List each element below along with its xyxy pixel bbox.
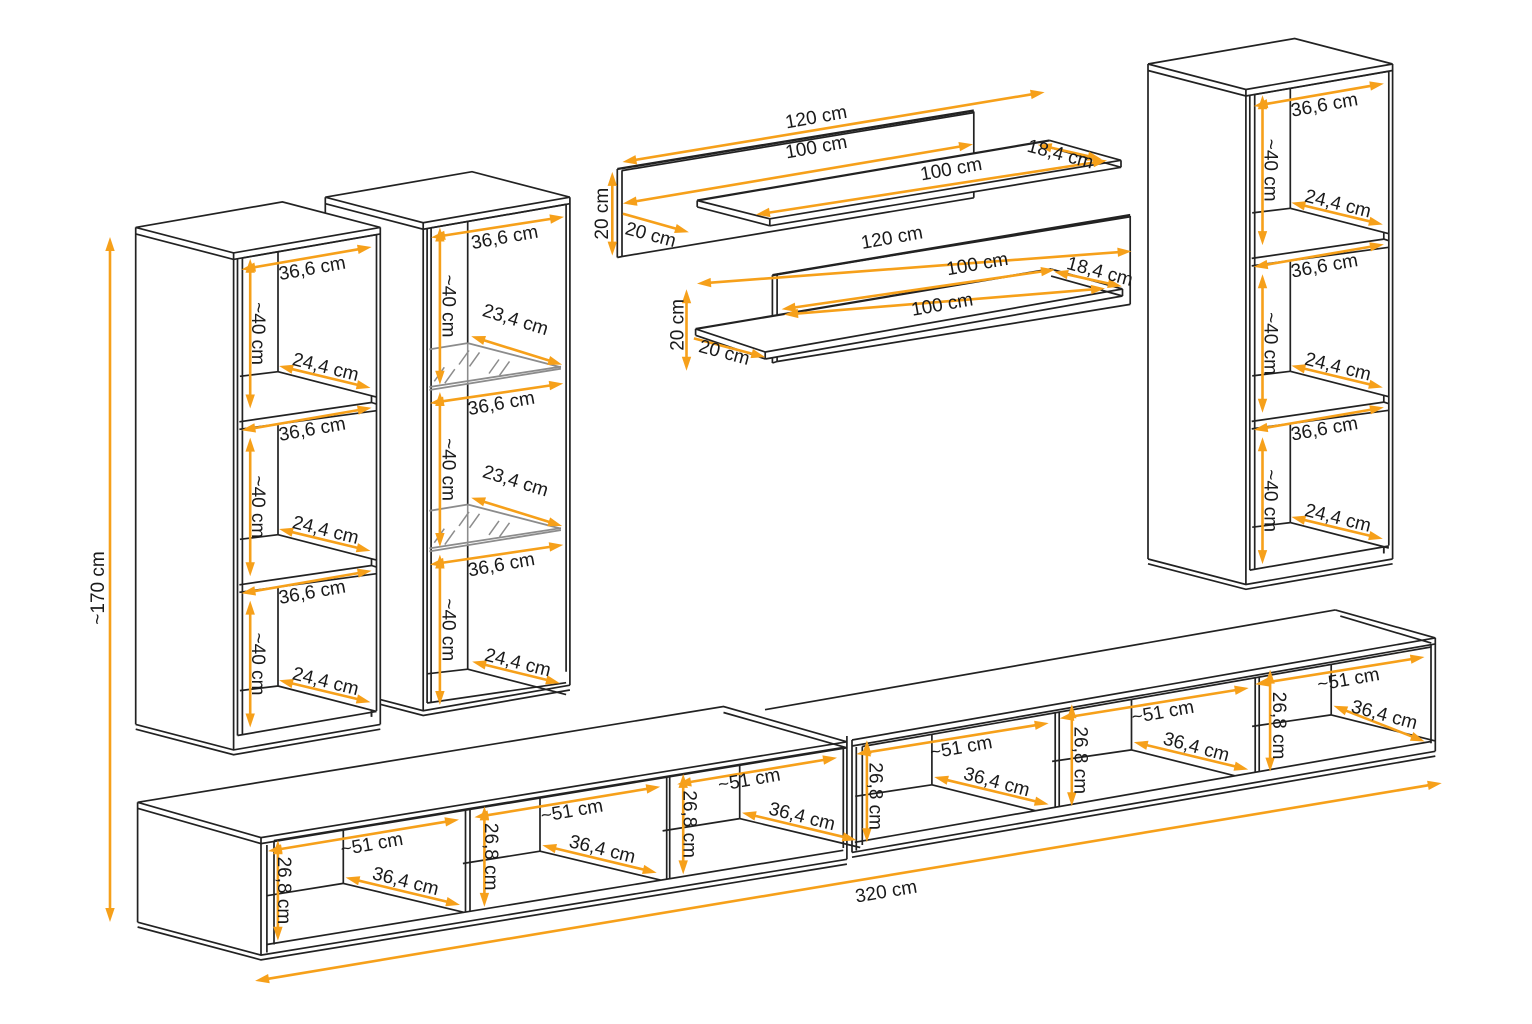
svg-text:~40 cm: ~40 cm [437,438,458,501]
svg-text:~40 cm: ~40 cm [247,633,268,696]
svg-text:26,8 cm: 26,8 cm [273,857,294,925]
svg-text:26,8 cm: 26,8 cm [1070,727,1091,795]
svg-text:~40 cm: ~40 cm [1260,469,1281,532]
svg-text:20 cm: 20 cm [592,188,613,240]
svg-text:26,8 cm: 26,8 cm [1268,692,1289,760]
svg-text:~170 cm: ~170 cm [88,551,109,624]
svg-text:~40 cm: ~40 cm [247,475,268,538]
svg-text:~40 cm: ~40 cm [1259,139,1280,202]
svg-text:~40 cm: ~40 cm [247,302,268,365]
svg-text:26,8 cm: 26,8 cm [679,790,700,858]
svg-text:~40 cm: ~40 cm [1260,312,1281,375]
svg-text:~40 cm: ~40 cm [437,598,458,661]
svg-text:26,8 cm: 26,8 cm [480,823,501,891]
svg-text:26,8 cm: 26,8 cm [865,762,886,830]
svg-text:20 cm: 20 cm [668,299,689,351]
svg-text:~40 cm: ~40 cm [437,275,458,338]
